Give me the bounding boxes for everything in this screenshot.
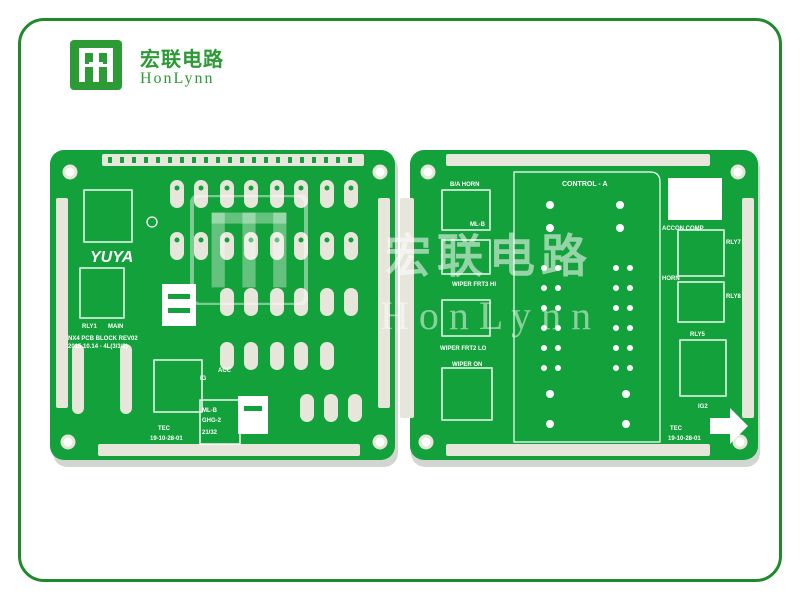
label-wiper-frt3-hi: WIPER FRT3 HI	[452, 282, 496, 288]
label-horn: HORN	[662, 276, 680, 282]
label-tec-right: TEC	[670, 426, 683, 432]
label-ghg-left: GHG-2	[202, 418, 222, 424]
label-part-left: 21/32	[202, 430, 218, 436]
registered-mark-icon	[146, 216, 158, 228]
brand-name-en: HonLynn	[140, 70, 215, 87]
label-rly5: RLY5	[690, 332, 705, 338]
watermark-logo-icon	[190, 195, 308, 305]
brand-name-cn: 宏联电路	[140, 47, 224, 71]
label-nx4-pcb-block: NX4 PCB BLOCK REV02	[68, 336, 138, 342]
label-main: MAIN	[108, 324, 123, 330]
label-rly1: RLY1	[82, 324, 97, 330]
watermark-text-cn: 宏联电路	[385, 229, 593, 283]
pcb-board-right	[400, 150, 758, 460]
label-rly7: RLY7	[726, 240, 741, 246]
label-lot-left: 19-10-28-01	[150, 436, 183, 442]
label-ml-b-right: ML-B	[470, 222, 486, 228]
label-ba-horn: B/A HORN	[450, 182, 479, 188]
label-ig2: IG2	[698, 404, 708, 410]
label-tec-left: TEC	[158, 426, 171, 432]
pcb-panel-photo: RLY1 MAIN NX4 PCB BLOCK REV02 2015.10.14…	[50, 150, 760, 467]
label-ml-b-left: ML-B	[202, 408, 218, 414]
label-date-code: 2015.10.14 - 4L(3/3/2)	[68, 344, 128, 350]
yuya-logo-text: YUYA	[90, 249, 133, 266]
pcb-board-left	[50, 150, 395, 460]
label-accon-comp: ACCON COMP	[662, 226, 704, 232]
label-wiper-on: WIPER ON	[452, 362, 482, 368]
watermark-text-en: HonLynn	[380, 293, 602, 338]
label-rly8: RLY8	[726, 294, 741, 300]
label-control-a: CONTROL - A	[562, 181, 608, 188]
label-wiper-frt2-lo: WIPER FRT2 LO	[440, 346, 487, 352]
label-lot-right: 19-10-28-01	[668, 436, 701, 442]
label-acc: ACC	[218, 368, 232, 374]
label-ig: IG	[200, 376, 207, 382]
honlynn-logo-icon	[70, 40, 122, 90]
